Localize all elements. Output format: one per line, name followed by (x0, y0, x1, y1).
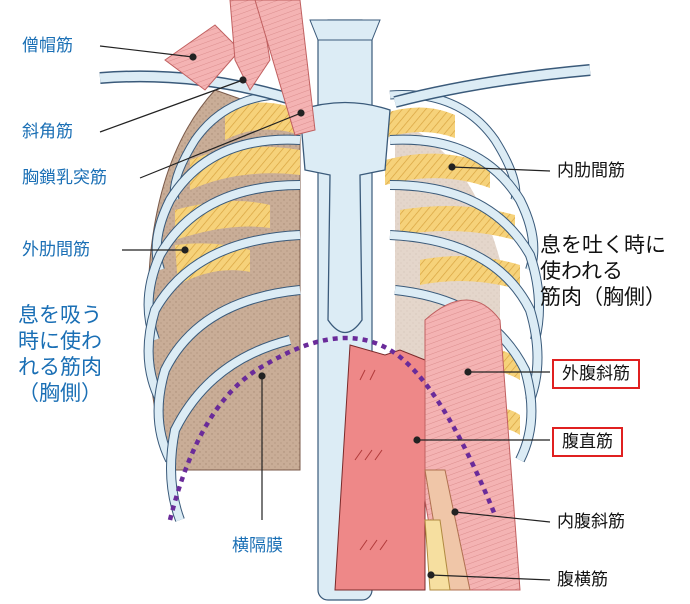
label-external-oblique: 外腹斜筋 (552, 359, 640, 389)
label-trapezius: 僧帽筋 (22, 36, 73, 56)
exhale-note-line: 息を吐く時に (540, 233, 666, 257)
scalene (229, 0, 271, 91)
label-sternocleidomastoid: 胸鎖乳突筋 (22, 168, 107, 188)
rectus-abdominis (334, 344, 426, 591)
diaphragm-line (167, 335, 498, 521)
label-transversus: 腹横筋 (557, 570, 608, 590)
sternum (299, 101, 391, 334)
inhale-note-line: （胸側） (18, 381, 102, 405)
leader-lines (99, 45, 551, 581)
sternocleidomastoid (254, 0, 316, 136)
rectus-striations (354, 369, 388, 551)
label-external-intercostal: 外肋間筋 (22, 240, 90, 260)
exhale-note-line: 使われる (540, 259, 623, 283)
inhale-note-line: れる筋肉 (18, 355, 102, 379)
inhale-note-line: 時に使わ (18, 329, 102, 353)
exhale-note: 息を吐く時に 使われる 筋肉（胸側） (540, 232, 685, 310)
label-internal-intercostal: 内肋間筋 (557, 161, 625, 181)
label-rectus-abdominis: 腹直筋 (552, 427, 623, 457)
label-diaphragm: 横隔膜 (232, 536, 283, 556)
inhale-note: 息を吸う 時に使わ れる筋肉 （胸側） (18, 302, 128, 406)
label-scalene: 斜角筋 (22, 122, 73, 142)
exhale-note-line: 筋肉（胸側） (540, 285, 666, 309)
label-internal-oblique: 内腹斜筋 (557, 512, 625, 532)
ribs (143, 90, 544, 522)
inhale-note-line: 息を吸う (18, 303, 102, 327)
